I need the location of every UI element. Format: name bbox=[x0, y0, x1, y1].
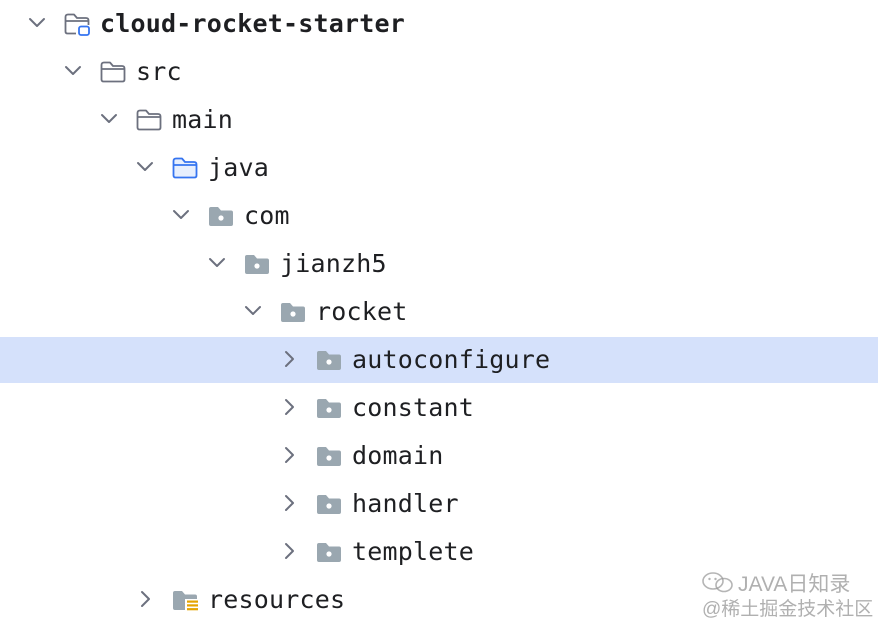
chevron-down-icon[interactable] bbox=[99, 109, 119, 129]
tree-node-java[interactable]: java bbox=[0, 145, 878, 191]
tree-node-label: handler bbox=[352, 489, 459, 518]
folder-icon bbox=[99, 60, 127, 84]
tree-node-label: constant bbox=[352, 393, 475, 422]
tree-node-label: cloud-rocket-starter bbox=[100, 9, 406, 38]
module-folder-icon bbox=[63, 12, 91, 36]
package-icon bbox=[315, 396, 343, 420]
tree-node-label: jianzh5 bbox=[280, 249, 387, 278]
package-icon bbox=[315, 348, 343, 372]
package-icon bbox=[207, 204, 235, 228]
tree-node-templete[interactable]: templete bbox=[0, 529, 878, 575]
chevron-down-icon[interactable] bbox=[243, 301, 263, 321]
tree-node-domain[interactable]: domain bbox=[0, 433, 878, 479]
chevron-down-icon[interactable] bbox=[27, 13, 47, 33]
tree-node-main[interactable]: main bbox=[0, 97, 878, 143]
tree-node-resources[interactable]: resources bbox=[0, 577, 878, 623]
chevron-right-icon[interactable] bbox=[279, 397, 299, 417]
chevron-right-icon[interactable] bbox=[279, 493, 299, 513]
chevron-down-icon[interactable] bbox=[63, 61, 83, 81]
chevron-right-icon[interactable] bbox=[135, 589, 155, 609]
tree-node-label: autoconfigure bbox=[352, 345, 551, 374]
wechat-logo-icon bbox=[700, 570, 736, 594]
chevron-right-icon[interactable] bbox=[279, 541, 299, 561]
tree-node-constant[interactable]: constant bbox=[0, 385, 878, 431]
watermark-title: JAVA日知录 bbox=[738, 573, 851, 596]
tree-node-label: java bbox=[208, 153, 270, 182]
chevron-down-icon[interactable] bbox=[171, 205, 191, 225]
tree-node-jianzh5[interactable]: jianzh5 bbox=[0, 241, 878, 287]
package-icon bbox=[243, 252, 271, 276]
watermark-subtitle: @稀土掘金技术社区 bbox=[702, 599, 874, 620]
chevron-right-icon[interactable] bbox=[279, 445, 299, 465]
tree-node-handler[interactable]: handler bbox=[0, 481, 878, 527]
tree-node-label: resources bbox=[208, 585, 346, 614]
chevron-down-icon[interactable] bbox=[207, 253, 227, 273]
chevron-down-icon[interactable] bbox=[135, 157, 155, 177]
tree-node-src[interactable]: src bbox=[0, 49, 878, 95]
tree-node-label: domain bbox=[352, 441, 444, 470]
tree-node-label: templete bbox=[352, 537, 475, 566]
resources-folder-icon bbox=[171, 588, 199, 612]
tree-node-label: rocket bbox=[316, 297, 408, 326]
package-icon bbox=[315, 540, 343, 564]
tree-node-cloud-rocket-starter[interactable]: cloud-rocket-starter bbox=[0, 1, 878, 47]
package-icon bbox=[315, 492, 343, 516]
folder-icon bbox=[135, 108, 163, 132]
watermark: JAVA日知录 @稀土掘金技术社区 bbox=[700, 568, 880, 620]
tree-node-autoconfigure[interactable]: autoconfigure bbox=[0, 337, 878, 383]
package-icon bbox=[279, 300, 307, 324]
package-icon bbox=[315, 444, 343, 468]
tree-node-label: main bbox=[172, 105, 234, 134]
tree-node-label: com bbox=[244, 201, 290, 230]
tree-node-rocket[interactable]: rocket bbox=[0, 289, 878, 335]
source-root-folder-icon bbox=[171, 156, 199, 180]
tree-node-label: src bbox=[136, 57, 182, 86]
tree-node-com[interactable]: com bbox=[0, 193, 878, 239]
chevron-right-icon[interactable] bbox=[279, 349, 299, 369]
